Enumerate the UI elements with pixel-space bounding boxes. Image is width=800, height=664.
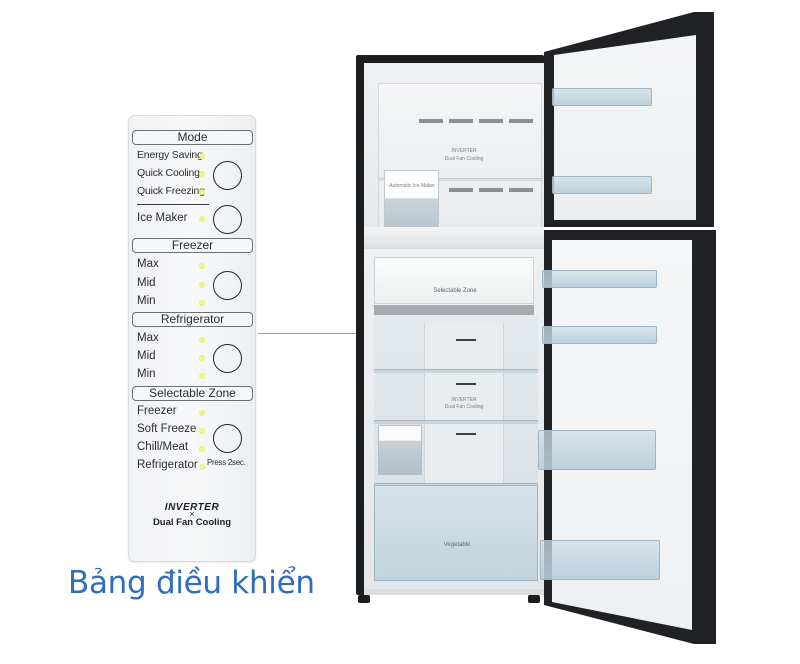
led-indicator — [199, 171, 205, 177]
mode-button[interactable] — [213, 161, 242, 190]
door-bin — [542, 270, 657, 288]
callout-line — [258, 333, 370, 334]
ice-maker-tray[interactable]: Automatic Ice Maker — [384, 170, 439, 232]
refrigerator-option-max: Max — [137, 332, 159, 344]
vent — [509, 188, 533, 192]
mode-option-quick-freezing: Quick Freezing — [137, 185, 205, 197]
mode-option-energy-saving: Energy Saving — [137, 149, 203, 161]
glass-shelf — [374, 369, 538, 373]
mode-option-quick-cooling: Quick Cooling — [137, 167, 200, 179]
door-bin — [552, 88, 652, 106]
selectable-zone-drawer[interactable]: Selectable Zone — [374, 257, 534, 304]
led-indicator — [199, 428, 205, 434]
vent-slot — [456, 433, 476, 435]
mode-divider — [137, 204, 209, 205]
refrigerator-header: Refrigerator — [132, 312, 253, 327]
control-panel: Mode Energy Saving Quick Cooling Quick F… — [128, 115, 256, 562]
fridge-label-1: INVERTER — [451, 397, 477, 403]
vent — [449, 119, 473, 123]
refrigerator-option-mid: Mid — [137, 350, 156, 362]
brand-cross: × — [189, 509, 195, 519]
selectable-zone-header: Selectable Zone — [132, 386, 253, 401]
selectable-zone-label: Selectable Zone — [433, 288, 477, 294]
fridge-label-2: Dual Fan Cooling — [444, 404, 484, 410]
dual-fan-cooling-logo: Dual Fan Cooling — [152, 517, 232, 528]
refrigerator-compartment: Selectable Zone INVERTER Dual Fan Coolin… — [364, 249, 544, 589]
zone-option-freezer: Freezer — [137, 405, 177, 417]
foot — [358, 595, 370, 603]
refrigerator-option-min: Min — [137, 368, 156, 380]
compartment-divider — [364, 227, 544, 249]
vent — [479, 188, 503, 192]
vent — [449, 188, 473, 192]
glass-shelf — [374, 420, 538, 424]
ice-maker-button[interactable] — [213, 205, 242, 234]
led-indicator — [199, 153, 205, 159]
freezer-option-mid: Mid — [137, 277, 156, 289]
vent — [509, 119, 533, 123]
led-indicator — [199, 216, 205, 222]
freezer-label-1: INVERTER — [451, 148, 477, 154]
crisper-label: Vegetable — [443, 542, 471, 548]
freezer-option-max: Max — [137, 258, 159, 270]
led-indicator — [199, 410, 205, 416]
vent-slot — [456, 339, 476, 341]
door-bin — [538, 430, 656, 470]
inverter-logo: INVERTER — [164, 502, 220, 513]
led-indicator — [199, 373, 205, 379]
vent — [419, 119, 443, 123]
zone-option-refrigerator: Refrigerator — [137, 459, 198, 471]
zone-option-chill-meat: Chill/Meat — [137, 441, 189, 453]
back-panel — [424, 323, 504, 483]
caption: Bảng điều khiển — [68, 565, 315, 601]
ice-maker-option: Ice Maker — [137, 212, 188, 224]
mode-header: Mode — [132, 130, 253, 145]
led-indicator — [199, 300, 205, 306]
door-bin — [540, 540, 660, 580]
vent — [479, 119, 503, 123]
led-indicator — [199, 464, 205, 470]
press-note: Press 2sec. — [207, 458, 246, 467]
freezer-button[interactable] — [213, 271, 242, 300]
freezer-header: Freezer — [132, 238, 253, 253]
freezer-label-2: Dual Fan Cooling — [444, 156, 484, 162]
bottom-rail — [364, 589, 544, 595]
drawer-handle — [374, 305, 534, 315]
door-bin — [542, 326, 657, 344]
led-indicator — [199, 263, 205, 269]
refrigerator-body: INVERTER Dual Fan Cooling Automatic Ice … — [356, 55, 544, 603]
led-indicator — [199, 189, 205, 195]
freezer-option-min: Min — [137, 295, 156, 307]
ice-maker-label: Automatic Ice Maker — [389, 183, 435, 189]
egg-box[interactable] — [378, 425, 422, 475]
selectable-zone-button[interactable] — [213, 424, 242, 453]
led-indicator — [199, 446, 205, 452]
zone-option-soft-freeze: Soft Freeze — [137, 423, 197, 435]
led-indicator — [199, 282, 205, 288]
foot — [528, 595, 540, 603]
door-bin — [552, 176, 652, 194]
refrigerator-button[interactable] — [213, 344, 242, 373]
vegetable-crisper[interactable]: Vegetable — [374, 485, 538, 581]
vent-slot — [456, 383, 476, 385]
led-indicator — [199, 337, 205, 343]
led-indicator — [199, 355, 205, 361]
freezer-compartment: INVERTER Dual Fan Cooling Automatic Ice … — [364, 63, 544, 235]
freezer-shelf — [379, 178, 543, 181]
